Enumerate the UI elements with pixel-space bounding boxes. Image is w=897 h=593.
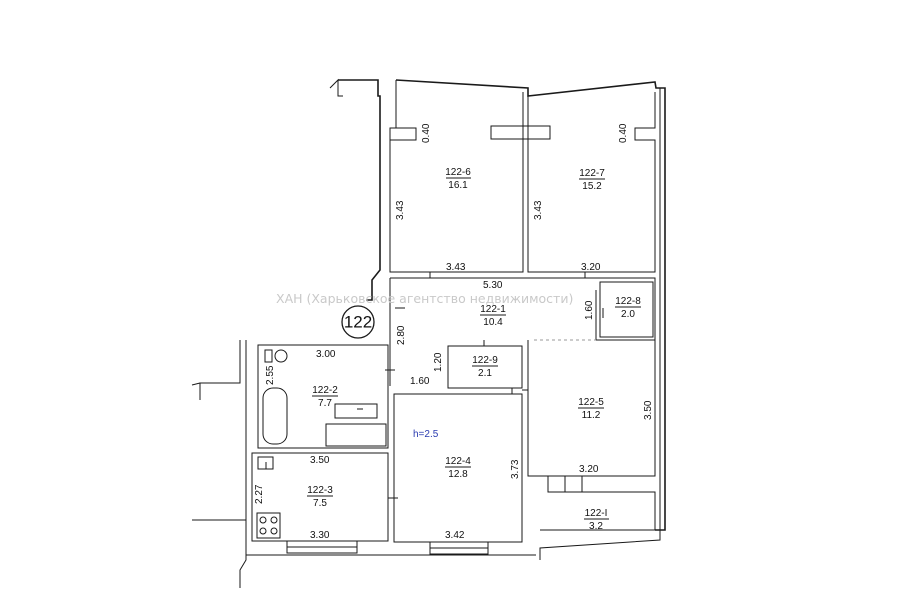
room-122-4-id: 122-4 xyxy=(445,456,471,467)
toilet-icon xyxy=(274,349,288,363)
room-122-4 xyxy=(393,393,523,555)
room-122-2 xyxy=(257,344,389,449)
room-122-9-area: 2.1 xyxy=(478,368,492,379)
washbasin-icon xyxy=(334,403,378,419)
room-122-8-area: 2.0 xyxy=(621,309,635,320)
room-122-8-id: 122-8 xyxy=(615,296,641,307)
door-ticks xyxy=(380,307,604,499)
room-122-4-area: 12.8 xyxy=(448,469,468,480)
room-122-1-area: 10.4 xyxy=(483,317,503,328)
dim-r7-bottom: 3.20 xyxy=(581,262,601,273)
room-122-3 xyxy=(251,452,389,554)
outer-walls xyxy=(191,78,666,588)
bathroom-counter xyxy=(325,423,387,447)
room-labels: 122-6 16.1 122-7 15.2 122-8 2.0 122-1 10… xyxy=(307,167,641,532)
dimension-labels: 0.40 3.43 3.43 0.40 3.43 3.20 5.30 2.80 … xyxy=(254,123,654,541)
room-122-5-id: 122-5 xyxy=(578,397,604,408)
dim-r5-bottom: 3.20 xyxy=(579,464,599,475)
dim-r5-side: 3.50 xyxy=(643,400,654,420)
toilet-tank-icon xyxy=(264,349,273,363)
room-122-6 xyxy=(389,92,524,273)
room-122-6-area: 16.1 xyxy=(448,180,468,191)
dim-r3-bottom: 3.30 xyxy=(310,530,330,541)
watermark-text: ХАН (Харьковское агентство недвижимости) xyxy=(276,291,573,306)
room-122-I xyxy=(540,475,656,531)
room-122-2-id: 122-2 xyxy=(312,385,338,396)
dim-r7-left: 3.43 xyxy=(533,200,544,220)
dim-r4-bottom: 3.42 xyxy=(445,530,465,541)
room-122-I-id: 122-I xyxy=(585,508,608,519)
dim-r7-top: 0.40 xyxy=(618,123,629,143)
room-122-6-id: 122-6 xyxy=(445,167,471,178)
room-122-I-area: 3.2 xyxy=(589,521,603,532)
dim-r3-side: 2.27 xyxy=(254,484,265,504)
room-122-7-id: 122-7 xyxy=(579,168,605,179)
partition-block xyxy=(490,125,551,140)
room-122-2-area: 7.7 xyxy=(318,398,332,409)
dim-r6-top: 0.40 xyxy=(421,123,432,143)
room-122-3-id: 122-3 xyxy=(307,485,333,496)
dim-r6-left: 3.43 xyxy=(395,200,406,220)
apartment-marker: 122 xyxy=(341,305,375,339)
room-122-5-area: 11.2 xyxy=(582,410,601,421)
room-122-8 xyxy=(599,281,654,338)
dim-r2-top: 3.00 xyxy=(316,349,336,360)
bathtub-icon xyxy=(262,387,288,445)
dim-r3-top: 3.50 xyxy=(310,455,330,466)
stove-icon xyxy=(256,512,281,539)
room-122-5 xyxy=(522,340,656,477)
dim-hall-side: 1.20 xyxy=(433,352,444,372)
ceiling-height-note: h=2.5 xyxy=(413,429,439,440)
dim-r4-side: 3.73 xyxy=(510,459,521,479)
dim-corridor-height: 2.80 xyxy=(396,325,407,345)
dim-hall-bottom: 1.60 xyxy=(410,376,430,387)
dim-corridor-width: 5.30 xyxy=(483,280,503,291)
room-122-1-id: 122-1 xyxy=(480,304,506,315)
room-122-9 xyxy=(447,340,523,389)
room-122-7-area: 15.2 xyxy=(582,181,602,192)
dim-r6-bottom: 3.43 xyxy=(446,262,466,273)
dim-r8-side: 1.60 xyxy=(584,300,595,320)
apartment-number: 122 xyxy=(344,312,372,331)
dim-r2-side: 2.55 xyxy=(265,365,276,385)
room-122-7 xyxy=(490,92,656,273)
room-122-3-area: 7.5 xyxy=(313,498,327,509)
room-122-9-id: 122-9 xyxy=(472,355,498,366)
